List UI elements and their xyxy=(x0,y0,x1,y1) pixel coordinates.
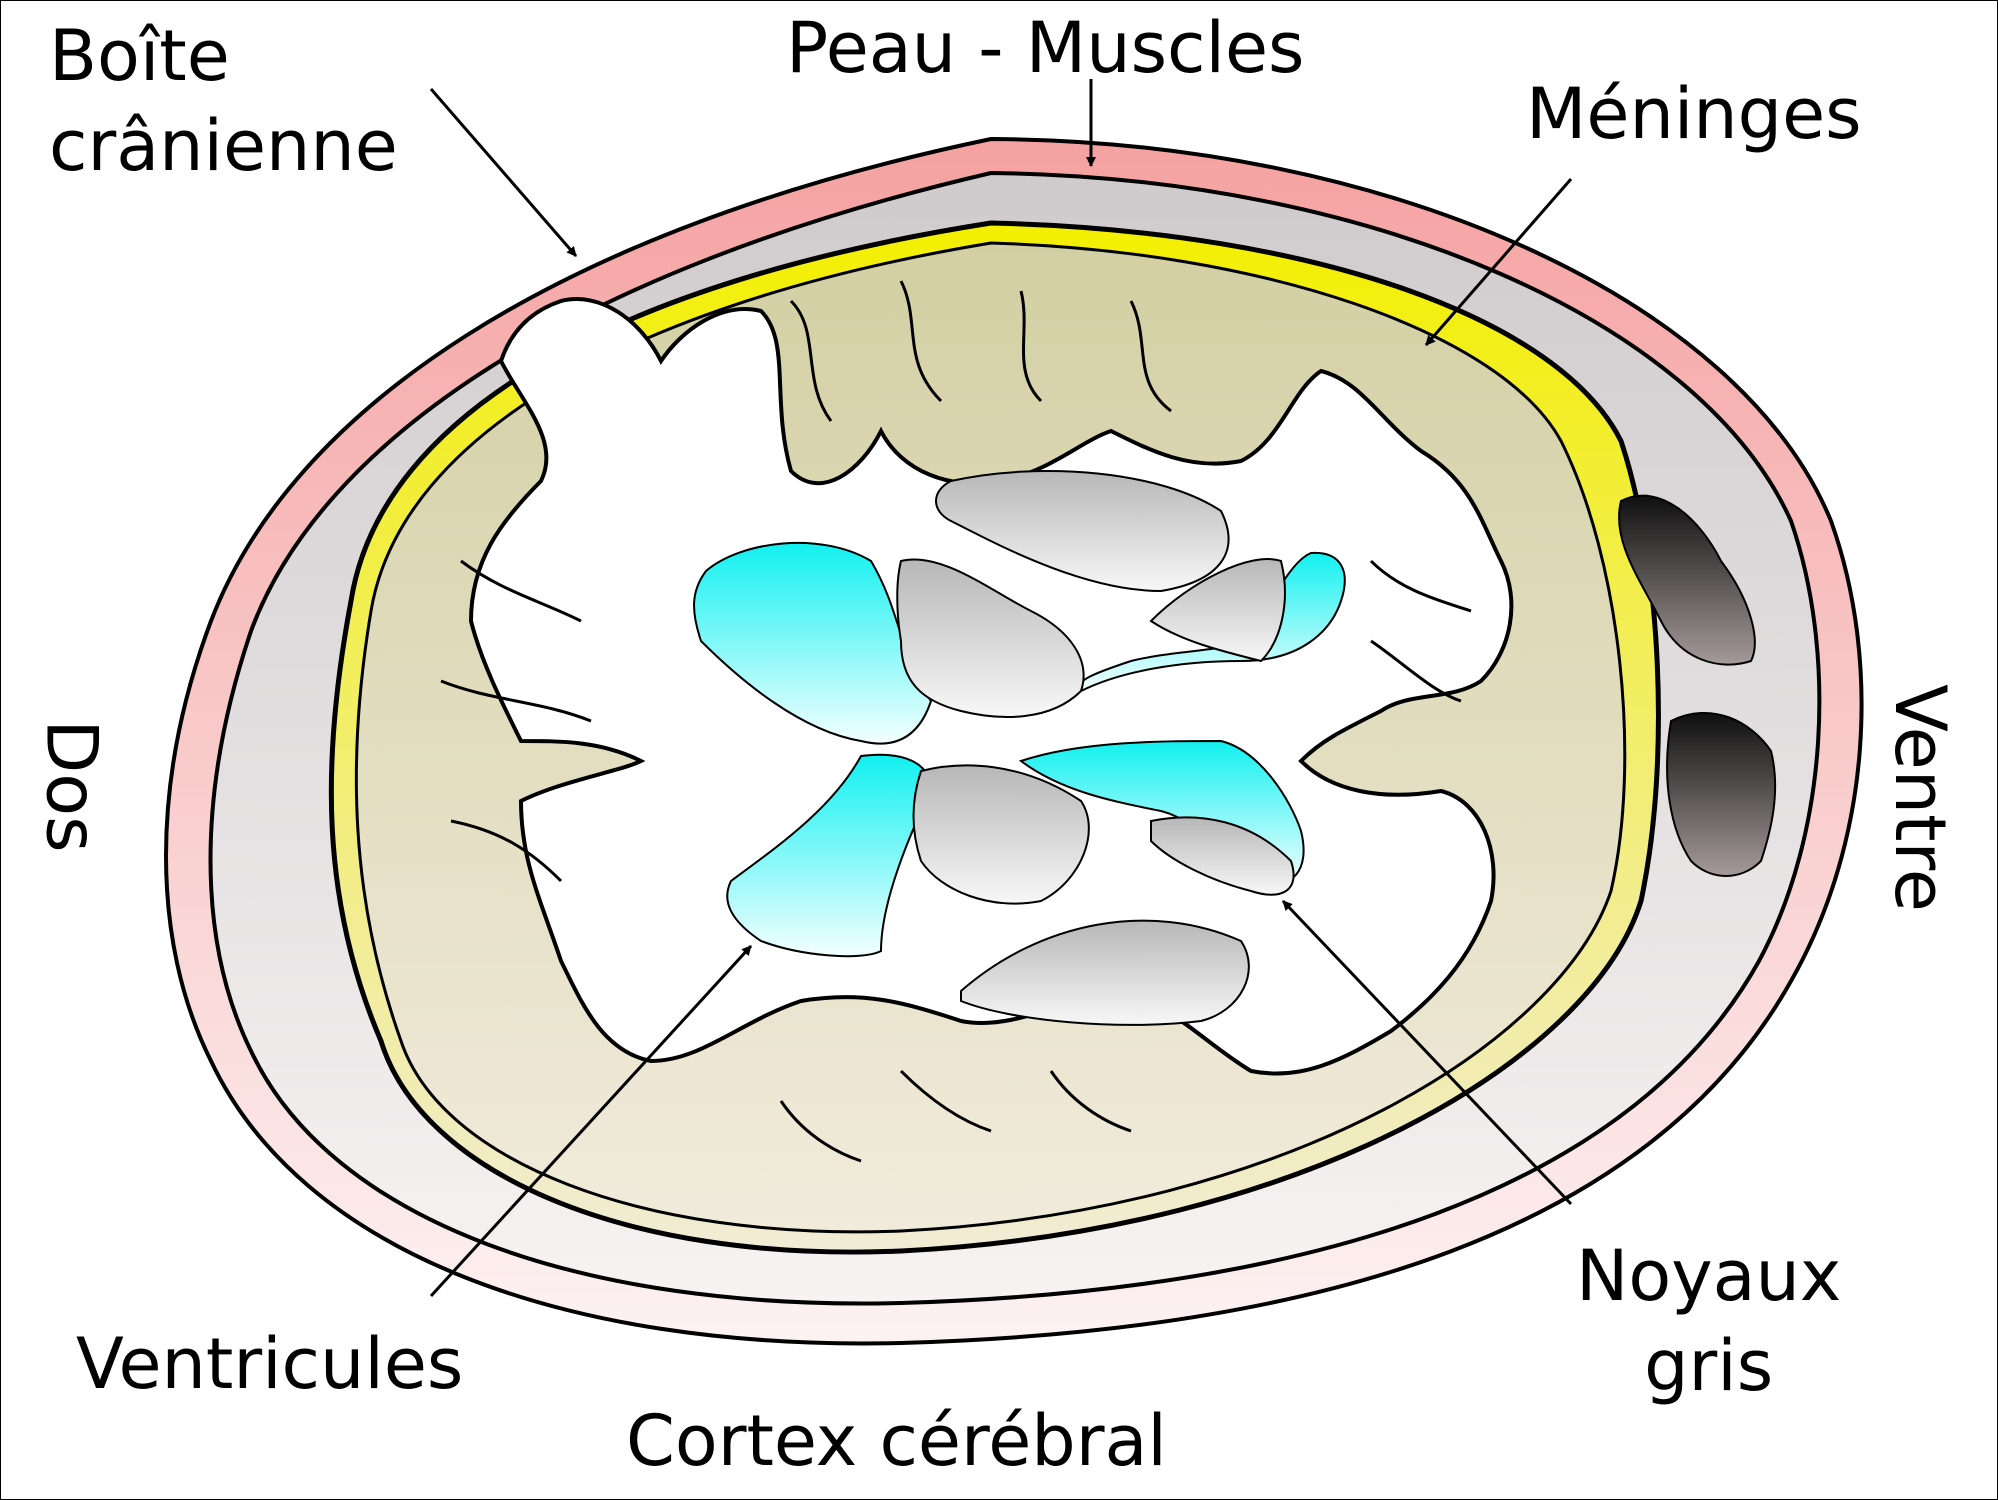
gyri-detail xyxy=(440,280,1472,1163)
label-belly: Ventre xyxy=(1878,684,1961,912)
label-cortex: Cortex cérébral xyxy=(626,1400,1167,1482)
arrow-meninges xyxy=(1424,178,1573,346)
arrow-skull xyxy=(429,88,578,257)
arrow-ventricles xyxy=(429,944,753,1298)
label-basal-nuclei-line-2: gris xyxy=(1644,1325,1774,1407)
orbit-upper xyxy=(1618,494,1756,666)
label-skin-muscles: Peau - Muscles xyxy=(786,7,1305,89)
label-meninges: Méninges xyxy=(1526,73,1862,155)
nucleus-2 xyxy=(896,558,1085,718)
orbits xyxy=(1618,494,1777,877)
nucleus-4 xyxy=(912,764,1090,905)
nucleus-5 xyxy=(1150,816,1295,896)
label-skull: Boîte crânienne xyxy=(49,11,398,191)
label-skull-line-2: crânienne xyxy=(49,105,398,187)
label-basal-nuclei-line-1: Noyaux xyxy=(1576,1235,1842,1317)
label-ventricles: Ventricules xyxy=(76,1323,464,1405)
nucleus-1 xyxy=(935,470,1230,593)
ventricle-right-upper xyxy=(1078,551,1346,693)
nucleus-3 xyxy=(1149,558,1286,663)
nucleus-6 xyxy=(960,919,1250,1026)
ventricle-left-upper xyxy=(693,541,933,745)
orbit-lower xyxy=(1666,712,1777,877)
label-skull-line-1: Boîte xyxy=(49,15,230,97)
label-basal-nuclei: Noyaux gris xyxy=(1576,1231,1841,1411)
label-back: Dos xyxy=(30,719,113,853)
basal-nuclei xyxy=(896,470,1295,1026)
ventricles xyxy=(693,541,1346,958)
arrow-basal-nuclei xyxy=(1281,899,1573,1206)
annotation-arrows xyxy=(429,79,1573,1298)
